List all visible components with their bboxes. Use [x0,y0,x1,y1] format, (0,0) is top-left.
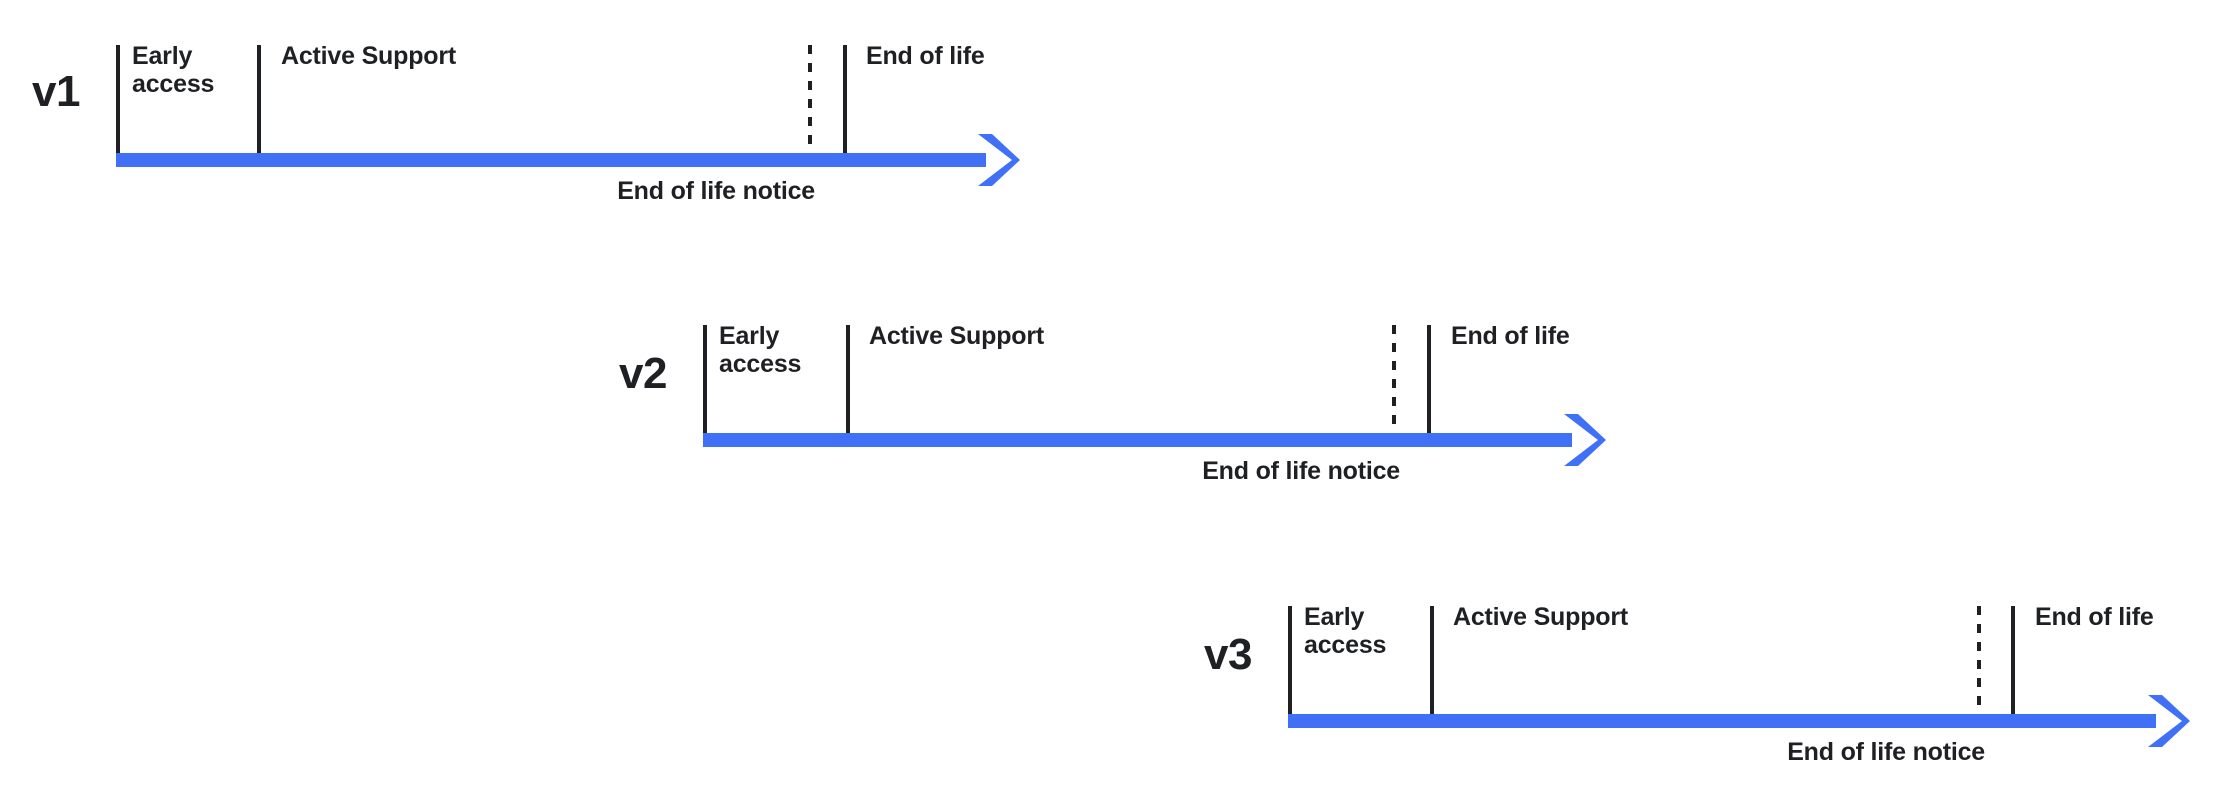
phase-label-end-of-life-v2: End of life [1451,322,1570,350]
tick-end-of-life-v2 [1427,325,1431,433]
lifecycle-bar-v3 [1288,714,2156,728]
version-label-v3: v3 [1204,630,1252,679]
arrow-right-icon-v1 [968,130,1028,190]
phase-label-active-support-v2: Active Support [869,322,1044,350]
tick-active-support-start-v2 [846,325,850,433]
phase-label-early-access-v1: Early access [132,42,215,98]
tick-end-of-life-notice-v1 [808,45,812,153]
notice-label-v1: End of life notice [617,177,815,205]
phase-label-early-access-v2: Early access [719,322,802,378]
phase-label-active-support-v1: Active Support [281,42,456,70]
version-label-v2: v2 [619,349,667,398]
lifecycle-bar-v1 [116,153,986,167]
phase-label-early-access-v3: Early access [1304,603,1387,659]
tick-end-of-life-v1 [843,45,847,153]
lifecycle-bar-v2 [703,433,1572,447]
notice-label-v3: End of life notice [1787,738,1985,766]
phase-label-end-of-life-v3: End of life [2035,603,2154,631]
arrow-right-icon-v3 [2138,691,2198,751]
tick-active-support-start-v3 [1430,606,1434,714]
tick-end-of-life-notice-v3 [1977,606,1981,714]
arrow-right-icon-v2 [1554,410,1614,470]
tick-active-support-start-v1 [257,45,261,153]
tick-early-access-start-v1 [116,45,120,153]
tick-early-access-start-v2 [703,325,707,433]
version-label-v1: v1 [32,67,80,116]
notice-label-v2: End of life notice [1202,457,1400,485]
phase-label-active-support-v3: Active Support [1453,603,1628,631]
tick-end-of-life-notice-v2 [1392,325,1396,433]
phase-label-end-of-life-v1: End of life [866,42,985,70]
tick-end-of-life-v3 [2011,606,2015,714]
tick-early-access-start-v3 [1288,606,1292,714]
